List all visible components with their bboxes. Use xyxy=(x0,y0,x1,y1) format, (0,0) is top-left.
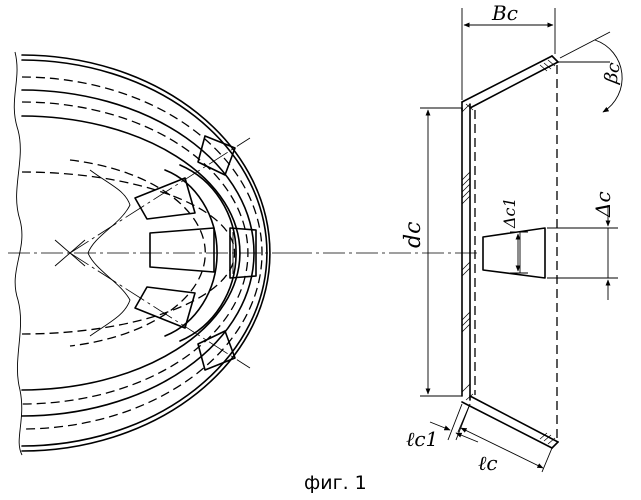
dim-lc-line xyxy=(461,428,543,468)
center-line-ray-down xyxy=(70,253,250,368)
figure-caption: фиг. 1 xyxy=(304,472,367,494)
dimensions: Bc βc dc Δc1 Δc ℓc1 ℓc xyxy=(401,1,625,475)
cone-top-outer xyxy=(462,56,552,102)
label-delta-c1: Δc1 xyxy=(500,197,519,229)
window-upper xyxy=(135,178,195,219)
center-line-ray-up xyxy=(70,138,250,253)
label-bc: Bc xyxy=(491,1,518,25)
label-lc: ℓc xyxy=(478,451,498,475)
wall-hatching xyxy=(462,104,470,392)
window-outer-bottom xyxy=(198,331,235,370)
window-lower xyxy=(135,287,195,328)
cone-top-end xyxy=(552,56,558,62)
label-delta-c: Δc xyxy=(591,191,615,218)
section-view xyxy=(462,56,558,448)
label-lc1: ℓc1 xyxy=(406,427,438,451)
label-dc: dc xyxy=(401,222,426,248)
cone-bottom-end xyxy=(552,442,558,448)
window-section xyxy=(483,228,545,278)
front-view xyxy=(8,52,290,455)
label-beta: βc xyxy=(600,61,624,86)
window-outer-top xyxy=(198,136,235,175)
break-line xyxy=(14,52,22,455)
